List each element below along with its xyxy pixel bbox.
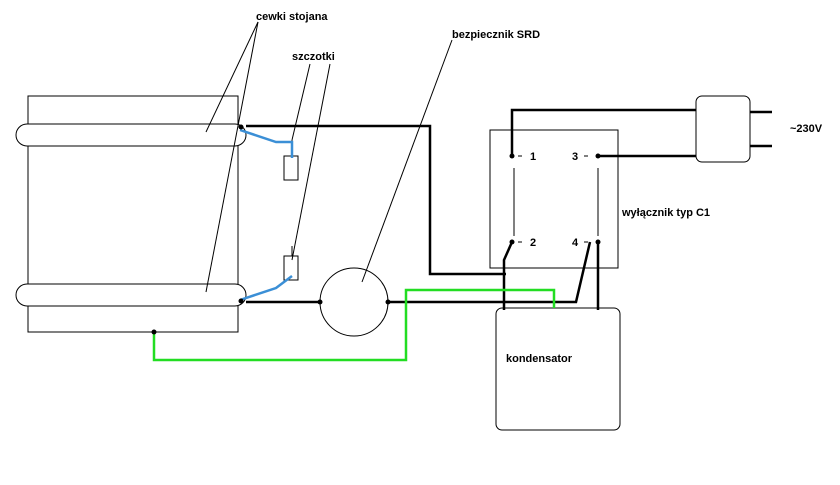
leader-stator-coil-top bbox=[205, 21, 259, 133]
switch-terminal-3-label: 3 bbox=[572, 151, 578, 163]
switch-terminal-1-label: 1 bbox=[530, 151, 536, 163]
switch-terminal-4-label: 4 bbox=[572, 237, 579, 249]
wire-coil-top-to-switch-2 bbox=[246, 124, 506, 276]
brush-wire-top bbox=[239, 128, 294, 158]
label-stator-coils: cewki stojana bbox=[256, 11, 328, 23]
leader-brush-top bbox=[291, 63, 311, 141]
junction-fuse-right bbox=[385, 299, 391, 305]
leader-fuse bbox=[361, 39, 453, 283]
capacitor-box bbox=[495, 307, 621, 431]
stator-coil-bottom bbox=[15, 283, 247, 307]
junction-coil-top bbox=[238, 124, 244, 130]
leader-brush-bottom bbox=[291, 63, 331, 261]
terminal-2 bbox=[509, 239, 515, 245]
fuse-circle bbox=[319, 267, 389, 337]
switch-terminal-2-label: 2 bbox=[530, 237, 536, 249]
ground-wire bbox=[152, 288, 556, 362]
label-switch: wyłącznik typ C1 bbox=[621, 207, 710, 219]
label-brushes: szczotki bbox=[292, 51, 335, 63]
terminal-1 bbox=[509, 153, 515, 159]
label-mains: ~230V bbox=[790, 123, 823, 135]
stator-coil-top bbox=[15, 123, 247, 147]
terminal-4 bbox=[595, 239, 601, 245]
mains-plug bbox=[695, 95, 751, 163]
leader-stator-coil-bottom bbox=[205, 21, 259, 293]
wire-switch-2-to-capacitor bbox=[502, 241, 514, 310]
terminal-3 bbox=[595, 153, 601, 159]
brush-bottom bbox=[283, 255, 299, 281]
brush-top bbox=[283, 155, 299, 181]
brush-wire-bottom bbox=[239, 275, 293, 302]
junction-fuse-left bbox=[317, 299, 323, 305]
wire-switch-4-to-fuse bbox=[388, 241, 592, 304]
wire-switch-1-to-plug bbox=[510, 108, 696, 156]
label-capacitor: kondensator bbox=[506, 353, 573, 365]
label-fuse: bezpiecznik SRD bbox=[452, 29, 540, 41]
junction-coil-bottom bbox=[238, 298, 244, 304]
junction-ground bbox=[151, 329, 157, 335]
